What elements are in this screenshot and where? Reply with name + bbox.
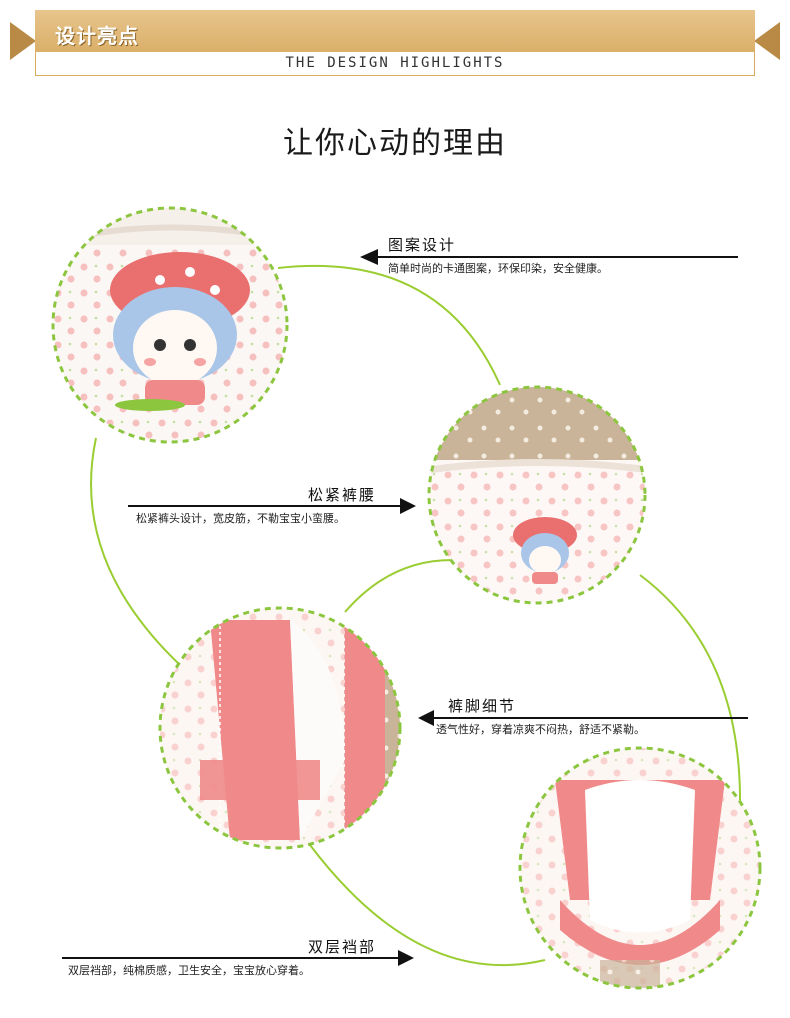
callout-desc: 透气性好，穿着凉爽不闷热，舒适不紧勒。 (436, 723, 645, 736)
photo-waistband (427, 385, 647, 605)
callout-desc: 双层裆部，纯棉质感，卫生安全，宝宝放心穿着。 (68, 964, 310, 977)
banner-subtitle: THE DESIGN HIGHLIGHTS (285, 55, 505, 71)
banner-ribbon-right (754, 22, 780, 60)
connector-lines (90, 264, 741, 967)
callout-title: 双层裆部 (308, 938, 377, 956)
callout-arrows (62, 249, 748, 966)
callout-desc: 简单时尚的卡通图案，环保印染，安全健康。 (388, 262, 608, 275)
connector-line (309, 844, 546, 967)
connector-line (344, 559, 453, 613)
banner-subtitle-box: THE DESIGN HIGHLIGHTS (35, 52, 755, 76)
connector-line (90, 437, 181, 666)
callout-desc: 松紧裤头设计，宽皮筋，不勒宝宝小蛮腰。 (136, 512, 345, 525)
photo-leg-cuff (158, 606, 402, 850)
banner-ribbon-left (10, 22, 36, 60)
callout-title: 裤脚细节 (448, 697, 517, 715)
callout-title: 图案设计 (388, 236, 457, 254)
photo-double-gusset (518, 746, 762, 990)
page-heading: 让你心动的理由 (283, 126, 507, 161)
banner-title: 设计亮点 (55, 24, 139, 48)
connector-line (277, 264, 501, 386)
section-banner: 设计亮点 THE DESIGN HIGHLIGHTS (0, 0, 790, 90)
photo-cartoon-print (51, 206, 289, 444)
connector-line (639, 574, 741, 801)
callout-title: 松紧裤腰 (308, 486, 377, 504)
banner-bar (35, 10, 755, 60)
